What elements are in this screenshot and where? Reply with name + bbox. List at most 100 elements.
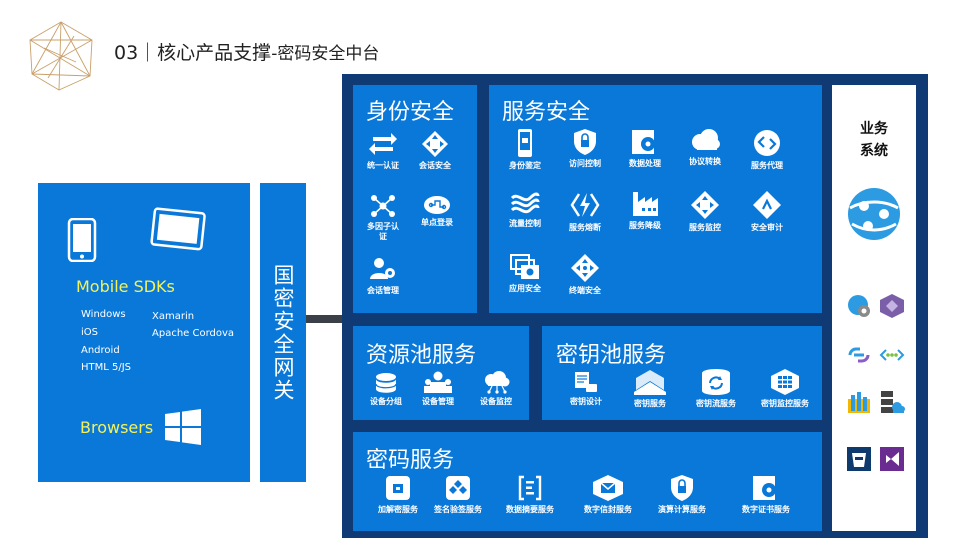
server-cloud-icon	[881, 391, 905, 413]
envelope-hexagon-icon	[593, 475, 623, 501]
key-document-icon	[575, 372, 597, 392]
crypto-title: 密码服务	[366, 448, 455, 473]
item-identity-check: 身份鉴定	[496, 128, 554, 171]
item-sso: 单点登录	[410, 193, 464, 228]
monitor-diamond-icon	[691, 191, 719, 219]
item-label: 多因子认证	[367, 222, 399, 241]
users-group-icon	[424, 371, 452, 393]
data-disk-icon	[632, 130, 655, 154]
shield-lock-icon	[574, 129, 596, 155]
item-service-proxy: 服务代理	[738, 128, 796, 171]
platform-android: Android	[81, 345, 120, 356]
encrypt-box-icon	[386, 476, 410, 500]
item-service-breaker: 服务熔断	[556, 190, 614, 233]
business-title-line2: 系统	[860, 143, 888, 159]
item-device-group: 设备分组	[360, 372, 412, 407]
diamond-network-icon	[422, 131, 448, 157]
item-data-processing: 数据处理	[616, 128, 674, 169]
item-label: 数据摘要服务	[506, 505, 554, 514]
item-label: 访问控制	[569, 159, 601, 168]
item-cert-service: 数字证书服务	[728, 474, 804, 515]
crypto-service-panel	[353, 432, 822, 531]
item-label: 服务熔断	[569, 223, 601, 232]
platform-cordova: Apache Cordova	[152, 328, 235, 339]
item-label: 密钥监控服务	[761, 399, 809, 408]
cloud-brain-icon	[424, 196, 450, 214]
item-key-design: 密钥设计	[558, 370, 614, 407]
mobile-sdks-label: Mobile SDKs	[76, 277, 175, 296]
item-label: 设备监控	[480, 397, 512, 406]
gateway-label: 国密安全网关	[271, 263, 295, 402]
item-key-stream: 密钥流服务	[688, 368, 744, 409]
item-calc-service: 演算计算服务	[644, 474, 720, 515]
lightning-icon	[570, 193, 600, 217]
bar-chart-icon	[848, 392, 870, 413]
item-service-monitor: 服务监控	[676, 190, 734, 233]
item-mfa: 多因子认证	[358, 193, 408, 242]
item-digest-service: 数据摘要服务	[492, 474, 568, 515]
item-label: 终端安全	[569, 286, 601, 295]
platform-xamarin: Xamarin	[152, 311, 195, 322]
cloud-network-icon	[485, 371, 510, 394]
item-device-mgmt: 设备管理	[412, 370, 464, 407]
multi-nodes-icon	[371, 195, 395, 217]
calc-shield-icon	[671, 475, 693, 501]
item-label: 数字证书服务	[742, 505, 790, 514]
item-label: 密钥设计	[570, 397, 602, 406]
item-session-mgmt: 会话管理	[358, 255, 408, 296]
resource-title: 资源池服务	[366, 343, 477, 368]
app-service-globe-icon	[848, 188, 900, 240]
item-label: 设备管理	[422, 397, 454, 406]
item-service-degrade: 服务降级	[616, 190, 674, 231]
gateway-bar	[260, 183, 306, 482]
item-terminal-security: 终端安全	[556, 253, 614, 296]
item-key-service: 密钥服务	[622, 368, 678, 409]
signature-box-icon	[446, 476, 470, 500]
grid-hexagon-icon	[771, 369, 799, 395]
item-label: 单点登录	[421, 218, 453, 227]
flow-waves-icon	[510, 192, 540, 214]
links-icon	[848, 347, 870, 363]
item-session-security: 会话安全	[410, 130, 460, 171]
item-label: 应用安全	[509, 284, 541, 293]
user-settings-icon	[370, 258, 395, 279]
item-label: 安全审计	[751, 223, 783, 232]
browsers-label: Browsers	[80, 418, 154, 437]
key-mail-icon	[634, 370, 666, 395]
item-label: 数据处理	[629, 159, 661, 168]
platform-windows: Windows	[81, 309, 126, 320]
item-label: 密钥流服务	[696, 399, 736, 408]
connector-line	[306, 315, 344, 323]
sync-drum-icon	[702, 369, 730, 395]
item-envelope-service: 数字信封服务	[570, 474, 646, 515]
proxy-arrows-icon	[754, 130, 780, 156]
item-label: 流量控制	[509, 219, 541, 228]
item-key-monitor: 密钥监控服务	[752, 368, 818, 409]
item-label: 设备分组	[370, 397, 402, 406]
title-main: 03｜核心产品支撑	[114, 42, 272, 64]
tablet-icon	[150, 207, 206, 251]
factory-icon	[633, 192, 658, 216]
identity-title: 身份安全	[366, 100, 455, 125]
item-label: 统一认证	[367, 161, 399, 170]
service-title: 服务安全	[502, 100, 591, 125]
item-label: 会话管理	[367, 286, 399, 295]
item-unified-auth: 统一认证	[358, 130, 408, 171]
hexagon-node-icon	[880, 294, 904, 318]
stacked-windows-icon	[510, 254, 539, 279]
item-label: 加解密服务	[378, 505, 418, 514]
gear-network-icon	[848, 295, 870, 317]
item-encrypt-service: 加解密服务	[360, 474, 436, 515]
api-arrows-icon	[879, 349, 905, 361]
item-security-audit: 安全审计	[738, 190, 796, 233]
item-device-monitor: 设备监控	[470, 370, 522, 407]
phone-lock-icon	[518, 129, 532, 157]
windows-logo-icon	[165, 409, 201, 445]
audit-diamond-icon	[753, 191, 781, 219]
platform-html5: HTML 5/JS	[81, 362, 132, 373]
item-label: 会话安全	[419, 161, 451, 170]
digest-bracket-icon	[518, 475, 542, 501]
item-label: 身份鉴定	[509, 161, 541, 170]
item-access-control: 访问控制	[556, 128, 614, 169]
business-title-line1: 业务	[860, 121, 888, 137]
